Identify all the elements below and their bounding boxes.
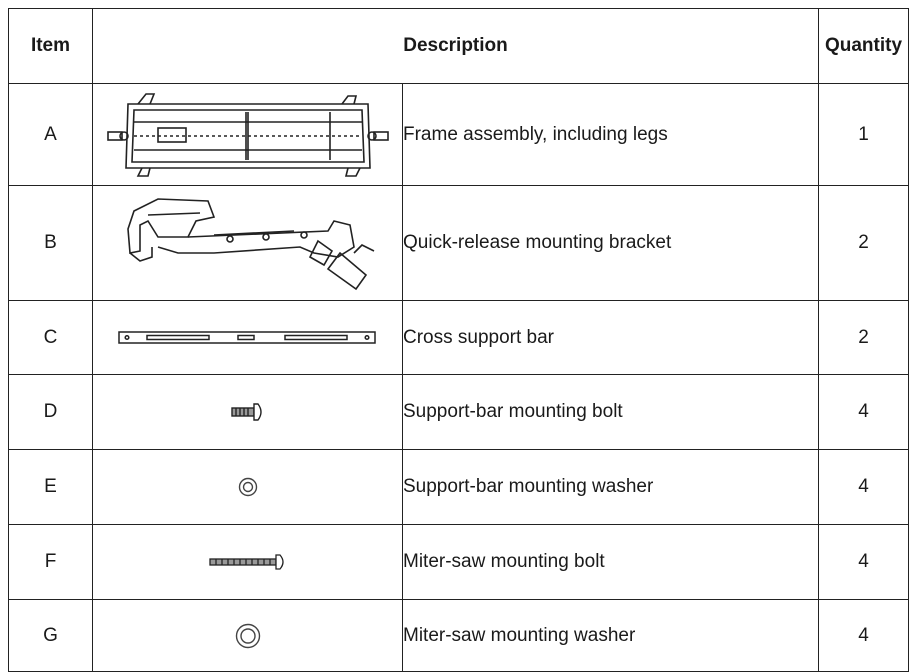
table-row: D Support-bar mounting bolt 4 xyxy=(8,374,909,450)
item-letter: E xyxy=(8,449,93,525)
support-bar-icon xyxy=(117,330,376,344)
part-quantity: 2 xyxy=(818,185,909,301)
item-letter: G xyxy=(8,599,93,672)
header-item: Item xyxy=(8,8,93,84)
part-description: Miter-saw mounting washer xyxy=(402,599,819,672)
part-quantity: 4 xyxy=(818,524,909,600)
table-row: C Cross support bar 2 xyxy=(8,300,909,375)
parts-list-table: Item Description Quantity A xyxy=(8,8,909,672)
part-image-cell xyxy=(92,300,403,375)
long-bolt-icon xyxy=(208,554,284,570)
part-image-cell xyxy=(92,83,403,186)
part-quantity: 4 xyxy=(818,599,909,672)
part-description: Miter-saw mounting bolt xyxy=(402,524,819,600)
part-description: Support-bar mounting bolt xyxy=(402,374,819,450)
item-letter: D xyxy=(8,374,93,450)
part-image-cell xyxy=(92,599,403,672)
part-description: Quick-release mounting bracket xyxy=(402,185,819,301)
part-description: Frame assembly, including legs xyxy=(402,83,819,186)
part-image-cell xyxy=(92,524,403,600)
part-image-cell xyxy=(92,374,403,450)
mounting-bracket-icon xyxy=(126,198,374,291)
part-description: Cross support bar xyxy=(402,300,819,375)
table-row: G Miter-saw mounting washer 4 xyxy=(8,599,909,672)
item-letter: F xyxy=(8,524,93,600)
part-quantity: 1 xyxy=(818,83,909,186)
header-quantity: Quantity xyxy=(818,8,909,84)
header-description: Description xyxy=(92,8,819,84)
header-row: Item Description Quantity xyxy=(8,8,909,84)
item-letter: C xyxy=(8,300,93,375)
part-image-cell xyxy=(92,449,403,525)
item-letter: A xyxy=(8,83,93,186)
item-letter: B xyxy=(8,185,93,301)
short-bolt-icon xyxy=(230,403,262,421)
part-image-cell xyxy=(92,185,403,301)
part-quantity: 4 xyxy=(818,449,909,525)
table-row: A xyxy=(8,83,909,186)
part-quantity: 4 xyxy=(818,374,909,450)
frame-assembly-icon xyxy=(106,92,389,177)
large-washer-icon xyxy=(235,623,260,648)
table-row: E Support-bar mounting washer 4 xyxy=(8,449,909,525)
part-description: Support-bar mounting washer xyxy=(402,449,819,525)
small-washer-icon xyxy=(238,477,257,497)
table-row: F xyxy=(8,524,909,600)
part-quantity: 2 xyxy=(818,300,909,375)
table-row: B xyxy=(8,185,909,301)
